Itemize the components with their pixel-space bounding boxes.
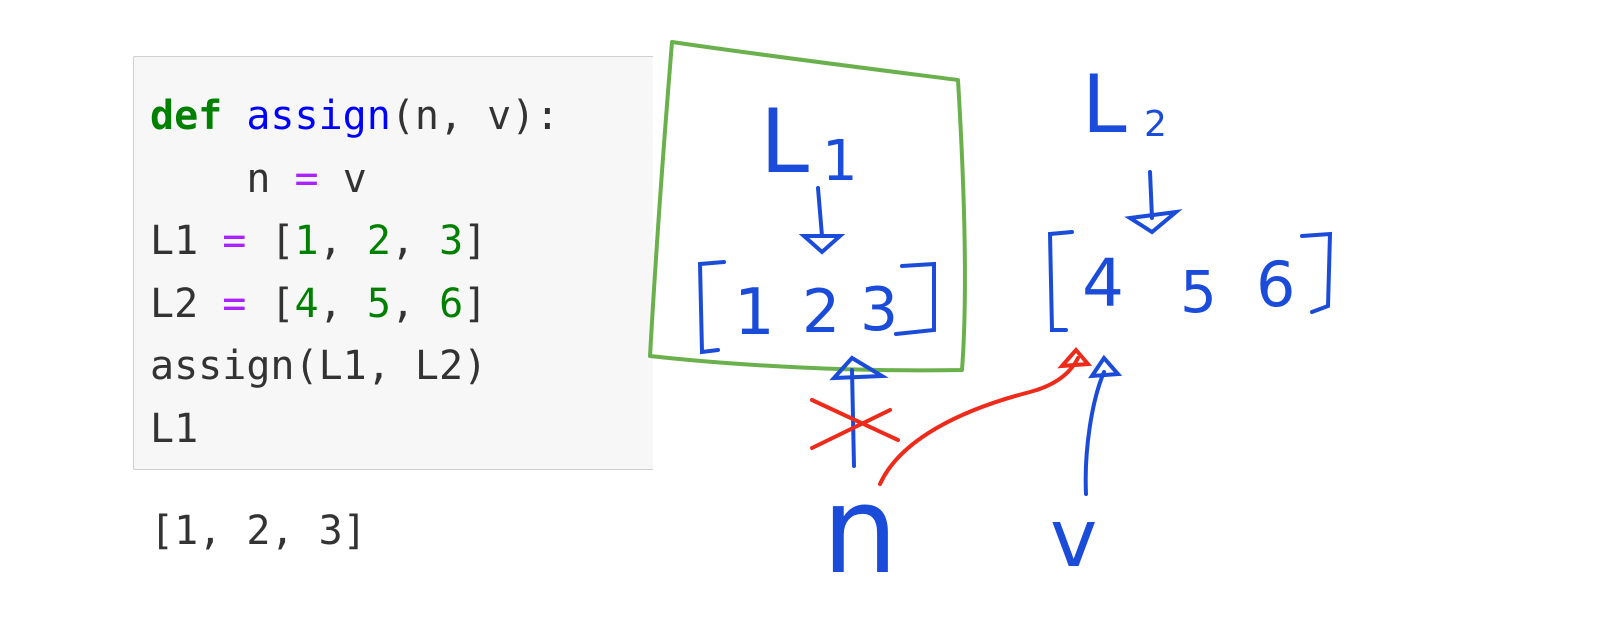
label-l1-letter: L [760, 90, 809, 193]
assign-value: v [342, 155, 367, 202]
list1-drawing: 1 2 3 [697, 260, 936, 355]
code-line-2: n = v [150, 155, 367, 202]
green-highlight-box [648, 40, 967, 373]
list2-drawing: 4 5 6 [1047, 230, 1333, 332]
list1-item-2: 2 [802, 277, 840, 347]
list1-close-bracket [894, 261, 936, 336]
list2-open-bracket [1047, 230, 1074, 332]
cross-mark [810, 398, 900, 450]
arrow-n-to-l2 [878, 346, 1093, 486]
l2-close-bracket: ] [463, 280, 488, 327]
cell-output: [1, 2, 3] [150, 508, 367, 554]
list1-item-1: 1 [734, 276, 775, 350]
l2-item: 5 [366, 280, 391, 327]
code-line-5: assign(L1, L2) [150, 343, 488, 389]
function-name: assign [246, 93, 391, 139]
l2-item: 4 [294, 280, 319, 327]
l1-item: 3 [439, 218, 464, 264]
code-cell[interactable]: def assign(n, v): n = v L1 = [1, 2, 3] L… [133, 56, 653, 470]
var-l1: L1 [150, 218, 199, 264]
label-l2-letter: L [1082, 58, 1127, 151]
label-v: v [1050, 492, 1097, 585]
assign-target: n [246, 155, 271, 202]
list1-item-3: 3 [860, 275, 898, 345]
label-l1-subscript: 1 [822, 129, 858, 194]
code-line-1: def assign(n, v): [150, 93, 559, 139]
l2-item: 6 [439, 280, 464, 327]
label-l1: L 1 [760, 90, 858, 194]
arrow-l1-down [798, 186, 846, 255]
label-l2: L 2 [1082, 58, 1167, 151]
list2-item-6: 6 [1256, 248, 1295, 321]
arrow-l2-down [1124, 170, 1183, 235]
l1-close-bracket: ] [463, 218, 488, 264]
l1-item: 1 [294, 218, 319, 264]
keyword-def: def [150, 93, 223, 139]
var-l2: L2 [150, 280, 199, 327]
l1-item: 2 [366, 218, 391, 264]
l2-open-bracket: [ [270, 280, 295, 327]
l1-open-bracket: [ [270, 218, 295, 264]
list2-item-4: 4 [1082, 245, 1124, 322]
code-line-6: L1 [150, 405, 199, 452]
arrow-v-to-l2 [1083, 354, 1123, 496]
function-params: (n, v): [390, 93, 560, 139]
list2-item-5: 5 [1180, 258, 1217, 326]
label-n: n [822, 462, 898, 601]
code-editor[interactable]: def assign(n, v): n = v L1 = [1, 2, 3] L… [150, 85, 559, 460]
list2-close-bracket [1300, 231, 1333, 314]
label-l2-subscript: 2 [1144, 104, 1167, 145]
list1-open-bracket [697, 260, 726, 355]
l2-operator: = [222, 280, 247, 327]
code-line-3: L1 = [1, 2, 3] [150, 218, 488, 264]
code-line-4: L2 = [4, 5, 6] [150, 280, 488, 327]
assign-operator: = [294, 155, 319, 202]
l1-operator: = [222, 218, 247, 264]
